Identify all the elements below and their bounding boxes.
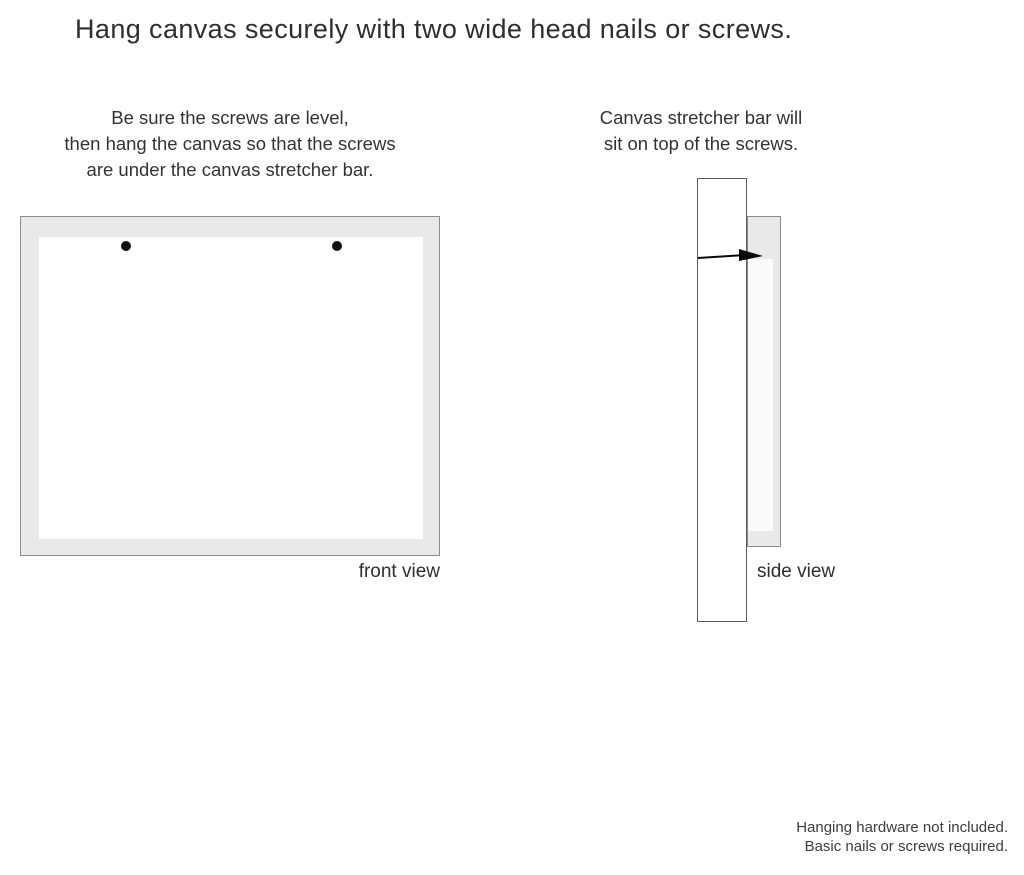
front-view-instructions: Be sure the screws are level, then hang … bbox=[64, 107, 396, 180]
page-title: Hang canvas securely with two wide head … bbox=[75, 14, 793, 44]
stretcher-bar bbox=[697, 178, 747, 622]
canvas-side-inner bbox=[748, 259, 773, 531]
screw-dot-right-icon bbox=[332, 241, 342, 251]
nail-icon bbox=[697, 249, 763, 261]
side-view-instructions: Canvas stretcher bar will sit on top of … bbox=[599, 107, 803, 154]
side-view-diagram bbox=[695, 178, 827, 628]
screw-dot-left-icon bbox=[121, 241, 131, 251]
front-view-label: front view bbox=[358, 561, 440, 582]
front-view-diagram bbox=[20, 216, 440, 556]
canvas-inner-area bbox=[39, 237, 423, 539]
footer-note: Hanging hardware not included. Basic nai… bbox=[796, 819, 1008, 855]
canvas-side-profile bbox=[747, 216, 781, 547]
side-view-label: side view bbox=[757, 561, 836, 582]
